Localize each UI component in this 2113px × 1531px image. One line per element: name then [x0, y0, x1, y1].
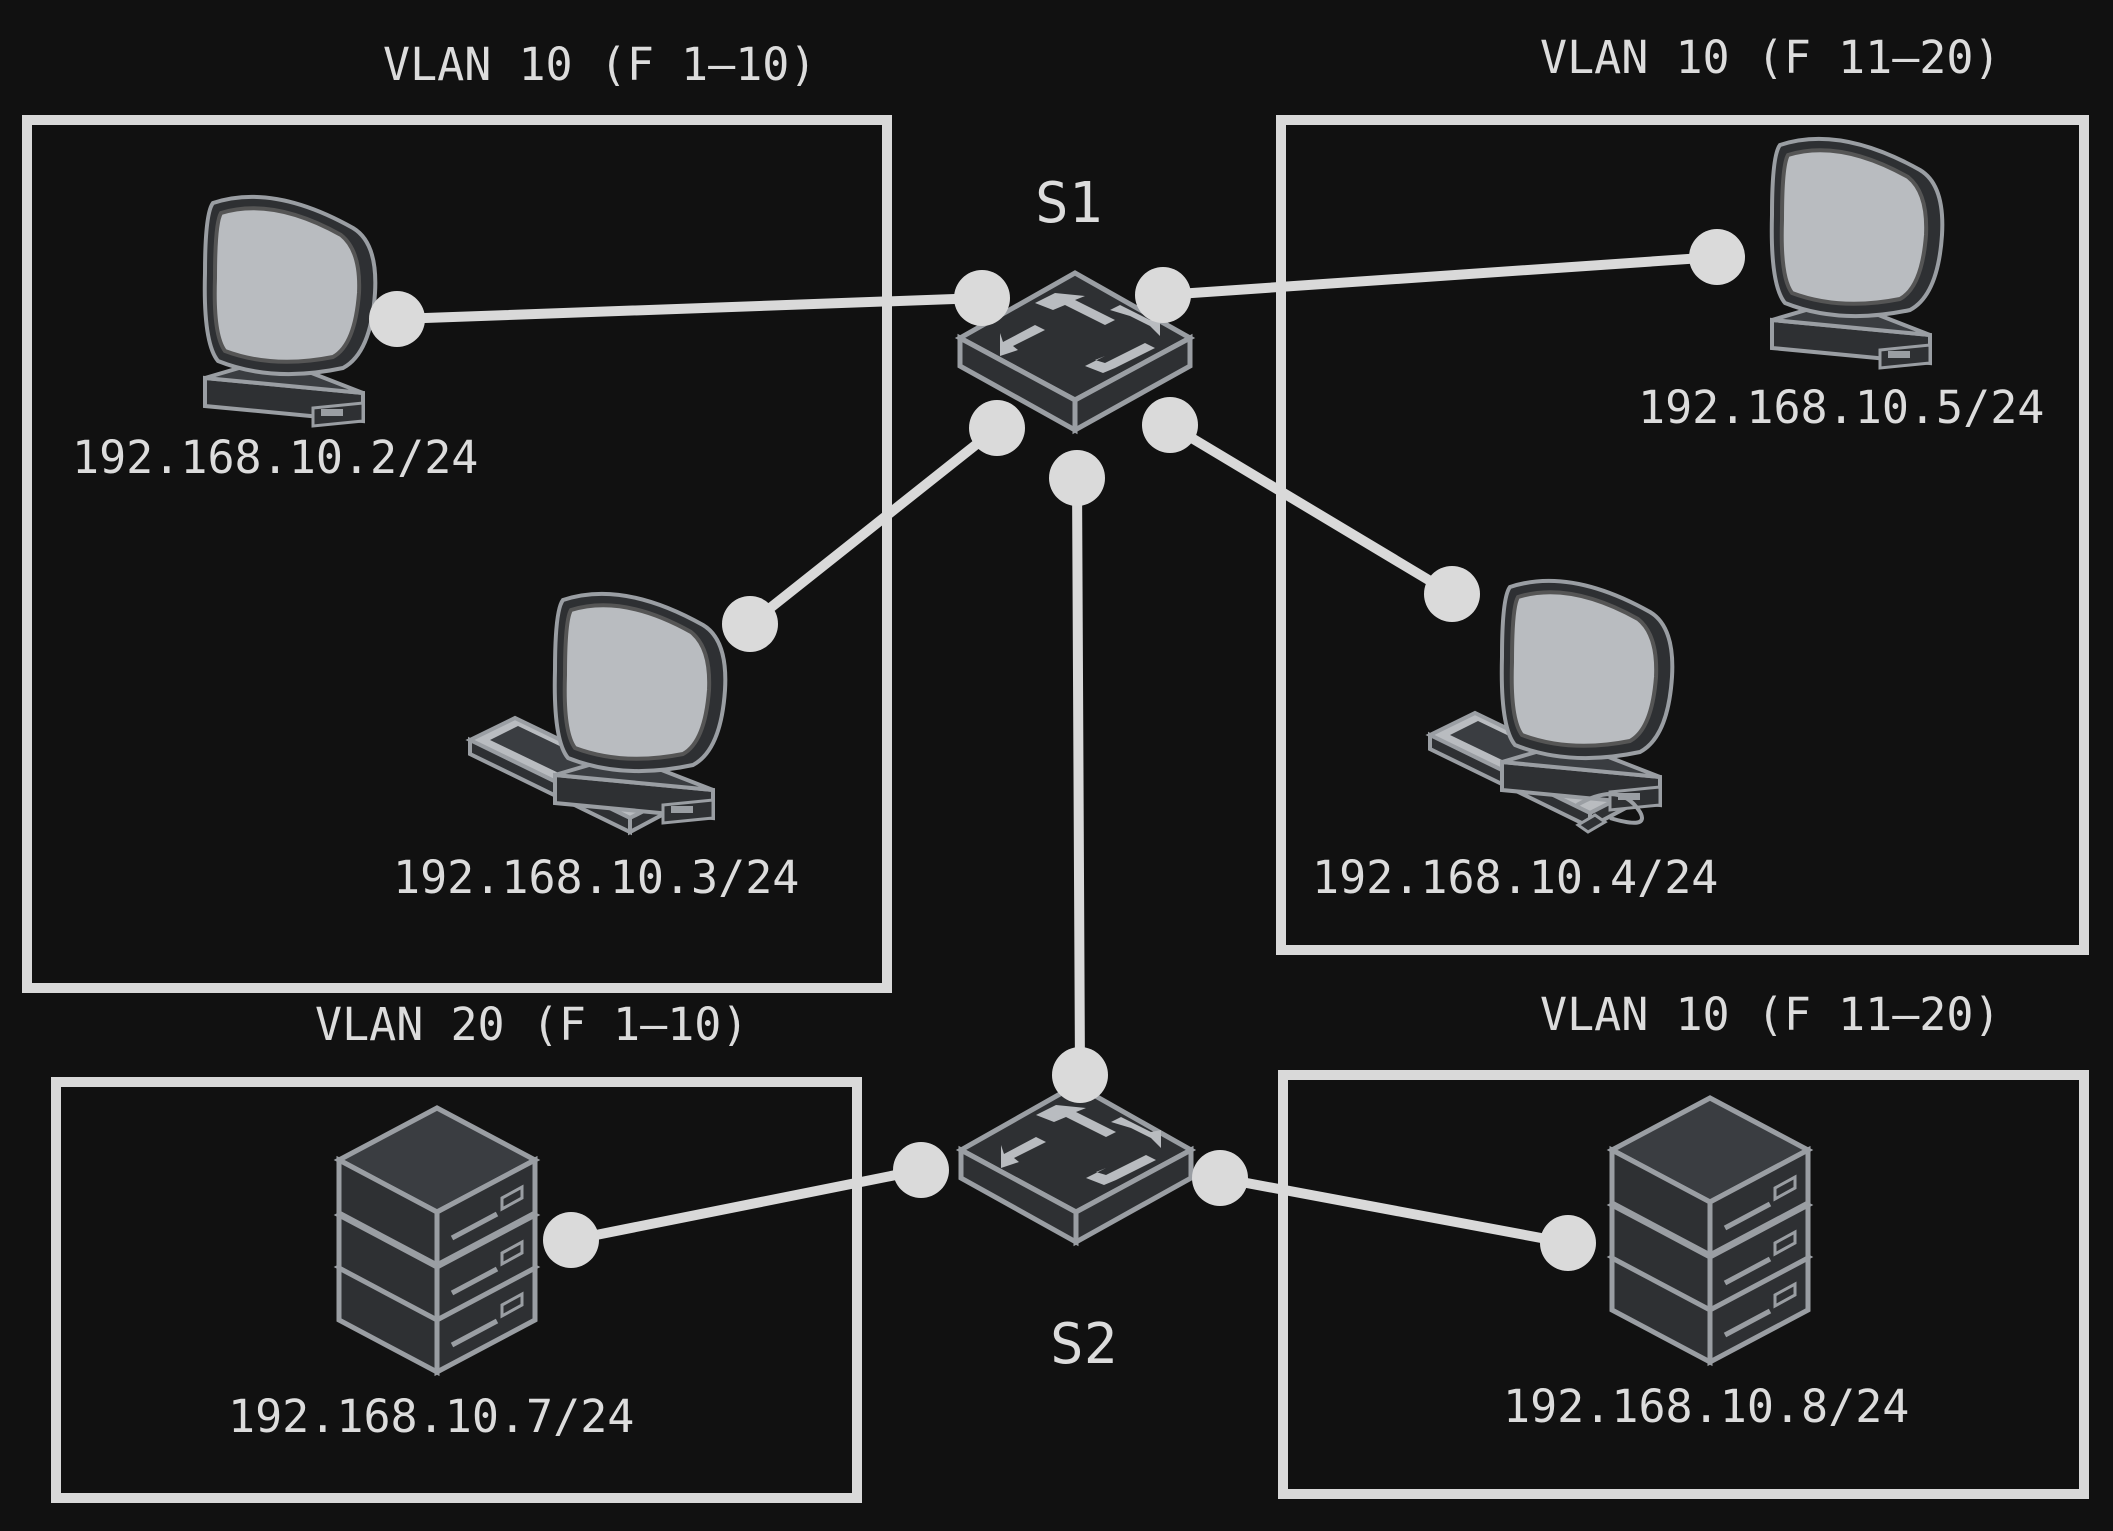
link-s2-srv8	[1215, 1173, 1573, 1248]
pc2-monitor-icon	[202, 194, 378, 428]
pc5-monitor-icon	[1769, 136, 1945, 370]
link-s1-pc4	[1165, 420, 1457, 599]
pc5-ip-label: 192.168.10.5/24	[1638, 381, 2044, 434]
s1-label: S1	[1035, 171, 1102, 236]
pc4-monitor-icon	[1499, 578, 1675, 812]
vlan-label-3: VLAN 20 (F 1–10)	[315, 998, 748, 1051]
vlan-box-4	[1278, 1070, 2089, 1499]
link-s1-pc3	[745, 423, 1002, 629]
s2-label: S2	[1050, 1312, 1117, 1377]
srv7-ip-label: 192.168.10.7/24	[228, 1390, 634, 1443]
link-srv7-s2	[566, 1165, 926, 1245]
mouse-cable-icon	[1575, 792, 1644, 825]
pc3-monitor-icon	[552, 591, 728, 825]
s2-switch-icon	[961, 1085, 1191, 1242]
srv8-ip-label: 192.168.10.8/24	[1503, 1380, 1909, 1433]
link-s1-pc5	[1158, 252, 1722, 300]
link-pc2-s1	[392, 293, 987, 324]
vlan-box-1	[22, 115, 892, 993]
vlan-label-1: VLAN 10 (F 1–10)	[383, 38, 816, 91]
pc4-ip-label: 192.168.10.4/24	[1312, 851, 1718, 904]
vlan-label-4: VLAN 10 (F 11–20)	[1540, 988, 2001, 1041]
vlan-label-2: VLAN 10 (F 11–20)	[1540, 31, 2001, 84]
pc2-ip-label: 192.168.10.2/24	[72, 431, 478, 484]
port-dots	[369, 229, 1745, 1271]
vlan-box-3	[51, 1077, 862, 1503]
srv8-server-icon	[1612, 1098, 1808, 1362]
vlan-box-2	[1276, 115, 2089, 955]
mouse-icon	[1575, 813, 1608, 834]
pc3-ip-label: 192.168.10.3/24	[393, 851, 799, 904]
srv7-server-icon	[339, 1108, 535, 1372]
link-s1-s2	[1072, 473, 1085, 1080]
